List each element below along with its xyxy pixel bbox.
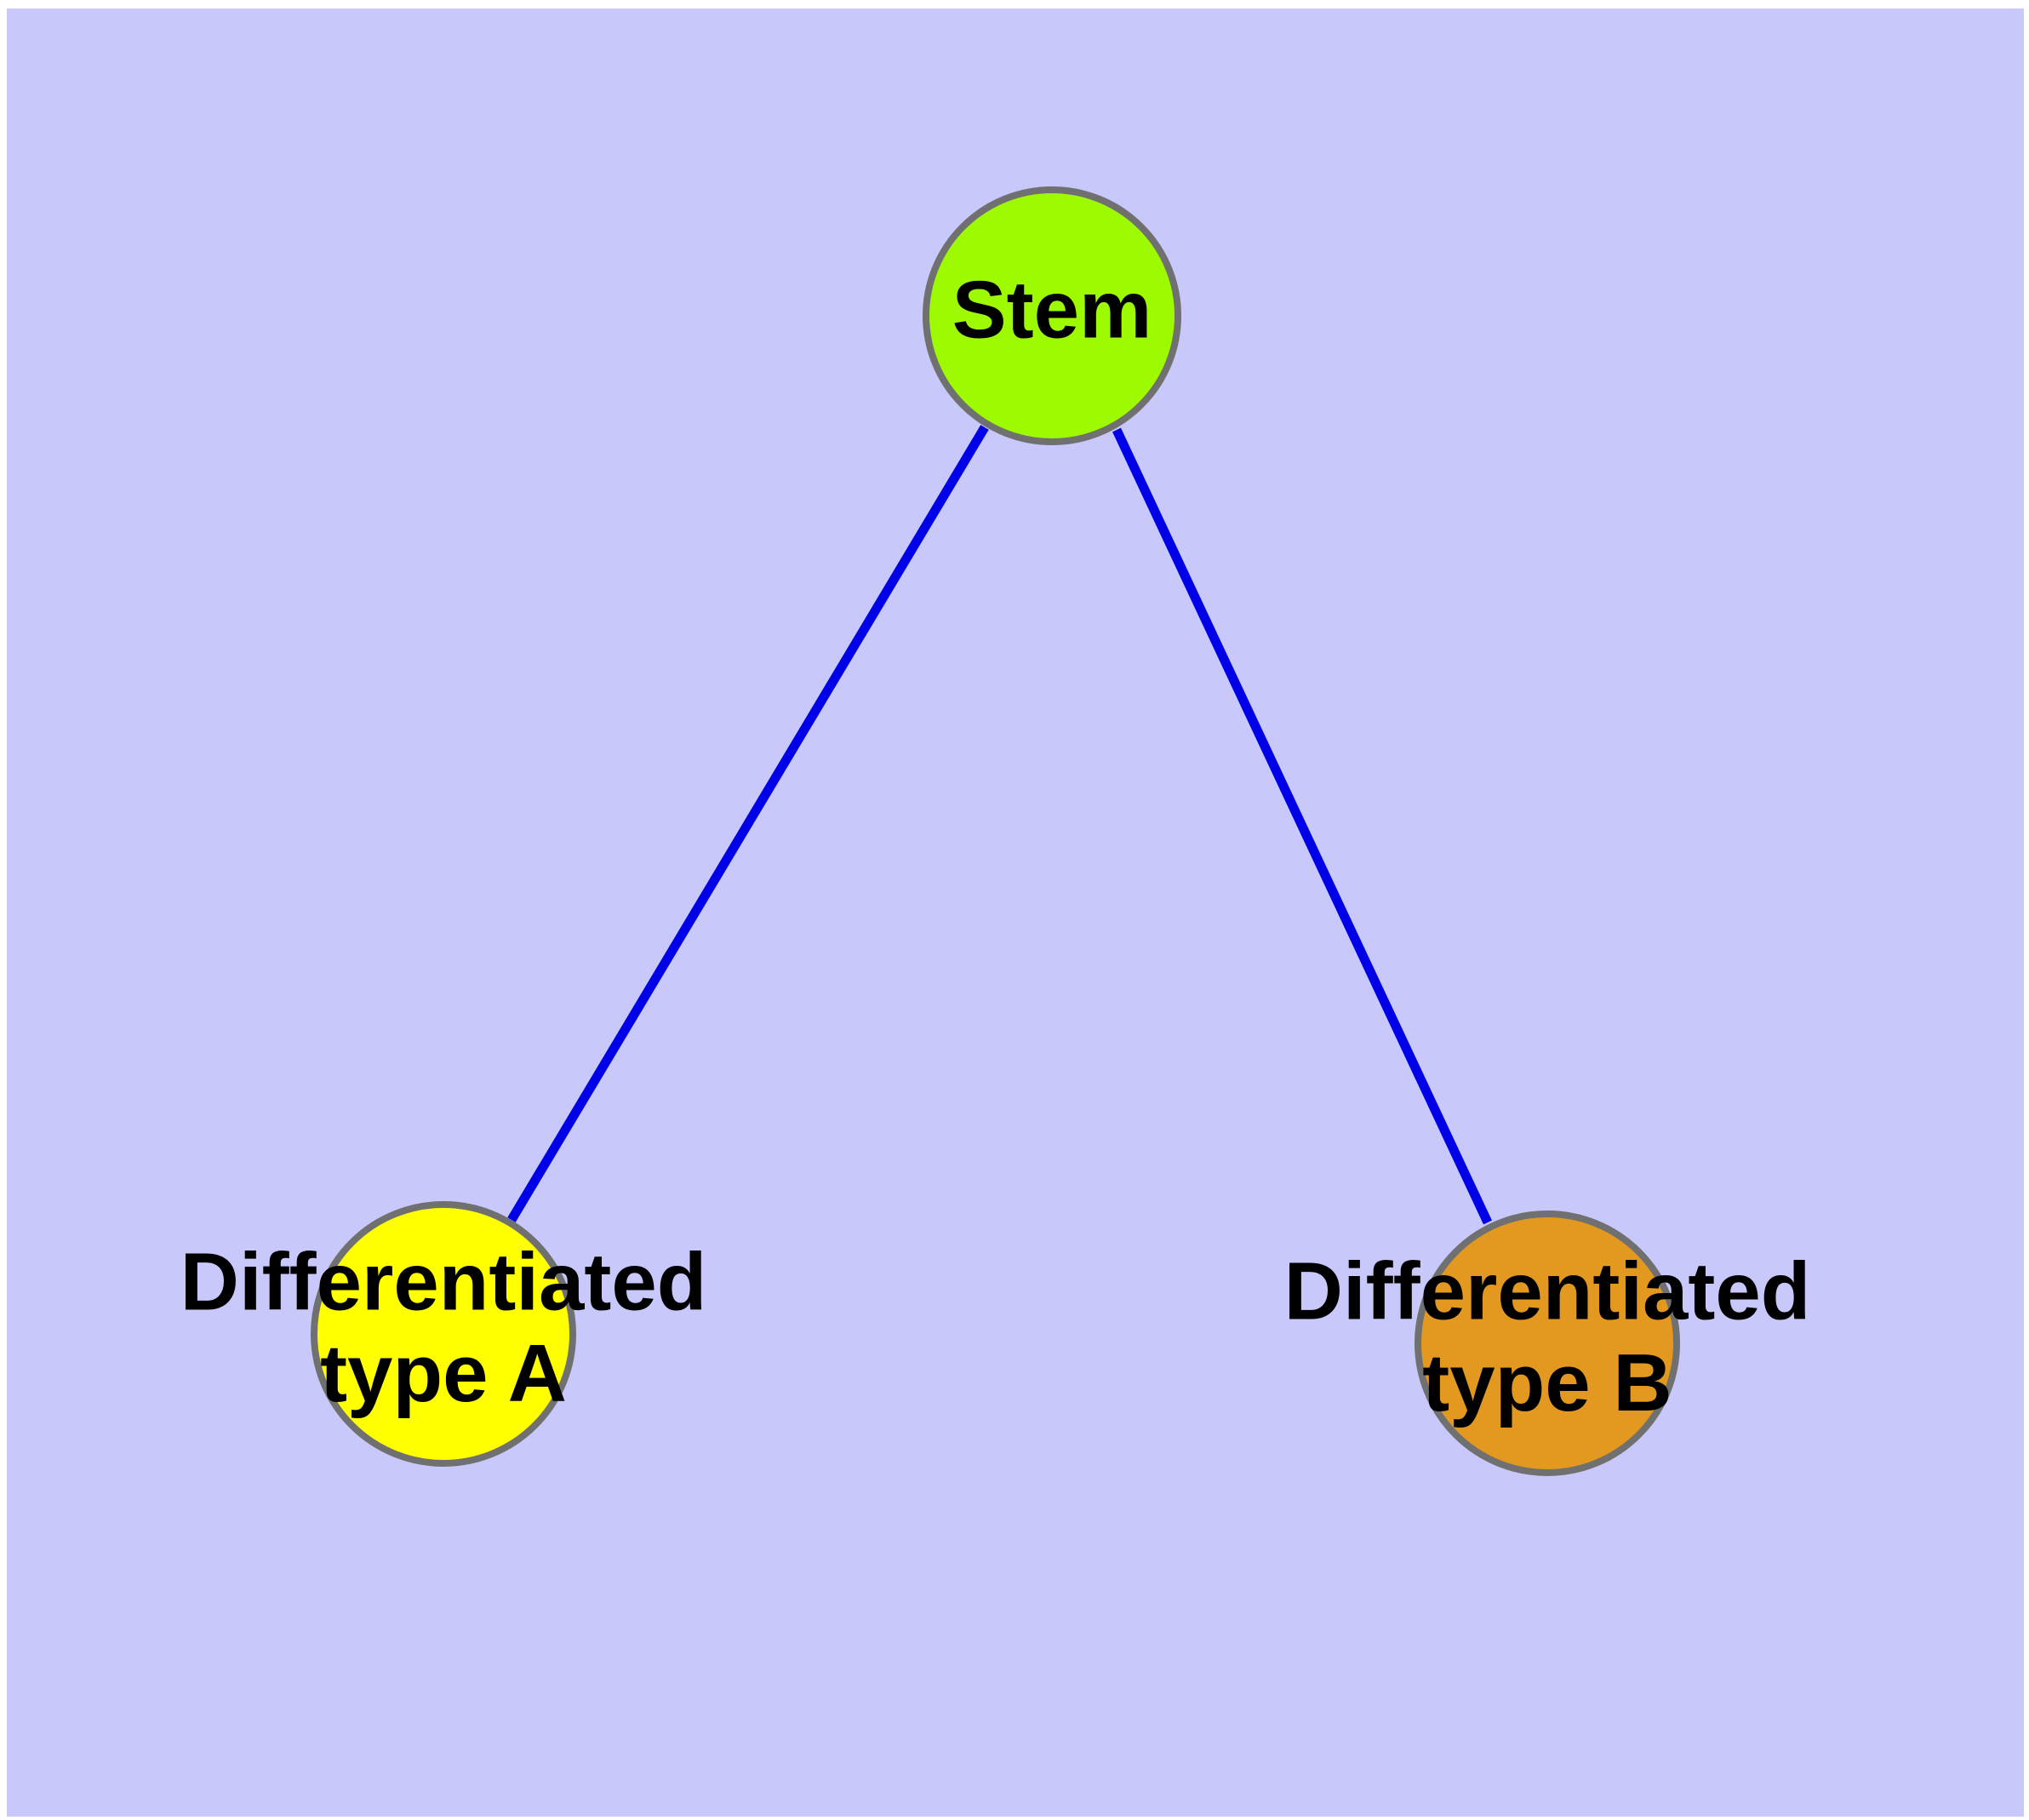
node-differentiated-type-b[interactable] <box>1415 1210 1680 1476</box>
node-layer <box>311 186 1680 1476</box>
node-differentiated-type-a-circle[interactable] <box>311 1201 576 1467</box>
node-label-differentiated-type-b-line2: type B <box>1422 1337 1672 1428</box>
node-label-stem: Stem <box>952 264 1152 355</box>
node-differentiated-type-a[interactable] <box>311 1201 576 1467</box>
node-differentiated-type-b-circle[interactable] <box>1415 1210 1680 1476</box>
node-label-differentiated-type-a-line1: Differentiated <box>180 1237 707 1328</box>
label-layer: Stem Differentiated type A Differentiate… <box>180 264 1811 1428</box>
node-stem-circle[interactable] <box>923 186 1181 445</box>
node-label-differentiated-type-a-line2: type A <box>320 1328 567 1419</box>
edge-stem-to-differentiated-type-a[interactable] <box>507 425 989 1222</box>
edge-stem-to-differentiated-type-b[interactable] <box>1112 427 1492 1225</box>
node-stem[interactable] <box>923 186 1181 445</box>
edge-layer <box>507 425 1492 1225</box>
node-label-differentiated-type-b-line1: Differentiated <box>1284 1246 1811 1337</box>
